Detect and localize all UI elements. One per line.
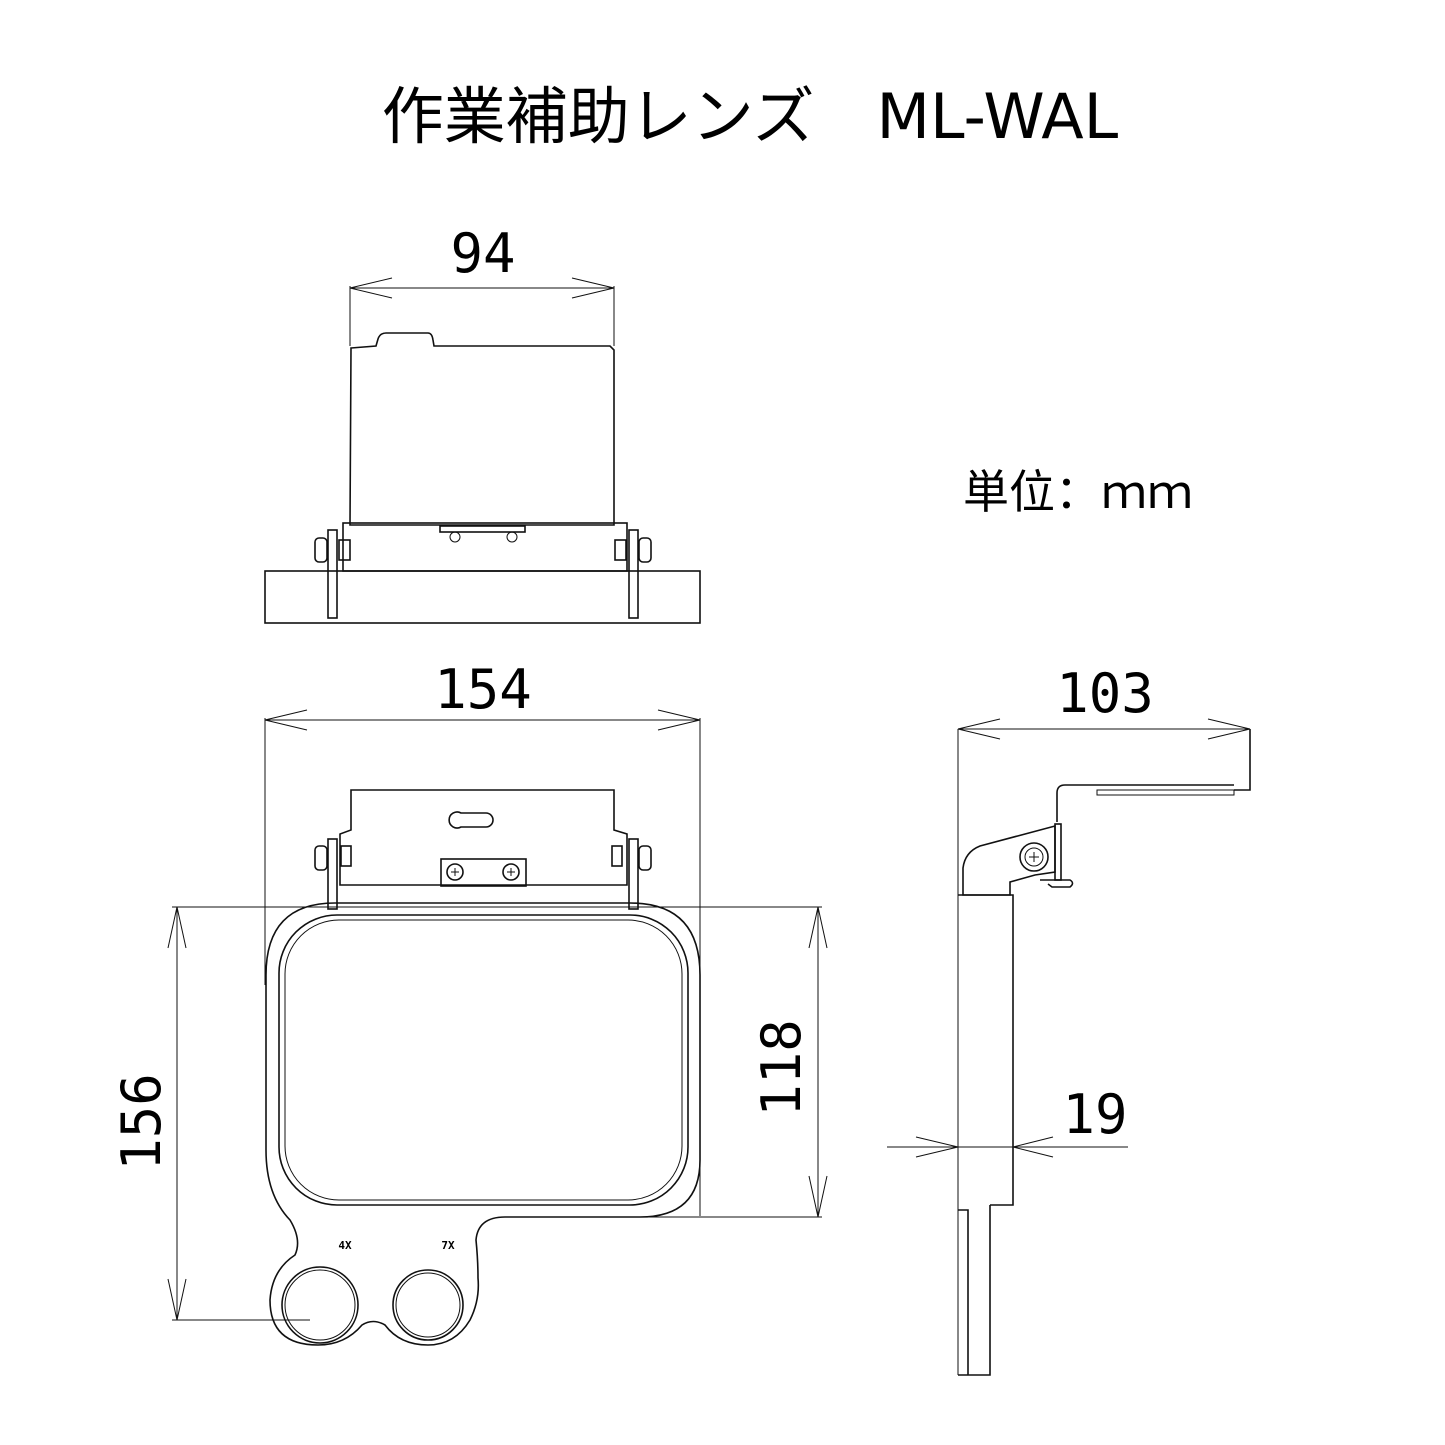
nut-icon [338,539,351,561]
side-view: 103 19 [887,662,1251,1376]
lens-label-7x: 7X [441,1239,455,1252]
bracket-top [342,522,628,572]
side-plate-left [327,529,338,619]
hinge-screw-icon [1019,842,1049,872]
lens-4x [281,1266,359,1344]
dim-94-label: 94 [450,222,515,285]
lens-frame [265,902,701,1346]
screw-plate-side [1096,789,1235,796]
side-plate-left [327,838,338,910]
main-lens [284,919,683,1201]
lens-body-side [1234,729,1251,791]
nut-icon [638,537,652,563]
keyhole-icon [448,811,494,829]
screw-icon [506,531,518,543]
screw-plate-front [440,858,527,887]
stopper [1040,879,1074,888]
drawing-title: 作業補助レンズ ML-WAL [382,80,1119,153]
nut-icon [340,845,352,867]
nut-icon [611,845,623,867]
side-plate [1054,823,1062,881]
nut-icon [314,537,328,563]
dim-156-line [167,906,187,1321]
lens-lobe-side [958,1205,991,1376]
screw-plate-top [439,525,526,533]
mount-base-top [264,570,701,624]
side-plate-right [628,529,639,619]
dim-118-label: 118 [750,1019,813,1117]
top-view: 94 [264,222,701,624]
frame-side [958,894,1014,1206]
dim-103-label: 103 [1056,662,1154,725]
side-plate-right [628,838,639,910]
unit-label: 単位：ｍｍ [963,465,1193,519]
lens-body-top [349,332,615,526]
dim-103-line [957,718,1251,740]
screw-icon [502,863,520,881]
dim-118-line [808,906,828,1218]
front-view: 154 156 118 [110,658,828,1346]
dim-154-line [264,709,701,1216]
lens-label-4x: 4X [338,1239,352,1252]
dim-19-label: 19 [1062,1083,1127,1146]
nut-icon [614,539,627,561]
lens-outer-rim [278,914,689,1206]
dim-19-line [887,1136,1128,1158]
dim-154-label: 154 [434,658,532,721]
dim-94-line [349,277,615,346]
bracket-front [339,789,628,886]
screw-icon [449,531,461,543]
screw-icon [446,863,464,881]
nut-icon [314,845,328,871]
lens-7x [392,1269,464,1341]
bracket-side [1056,784,1234,822]
dim-156-label: 156 [110,1073,173,1171]
hinge-arm [962,824,1056,896]
nut-icon [638,845,652,871]
